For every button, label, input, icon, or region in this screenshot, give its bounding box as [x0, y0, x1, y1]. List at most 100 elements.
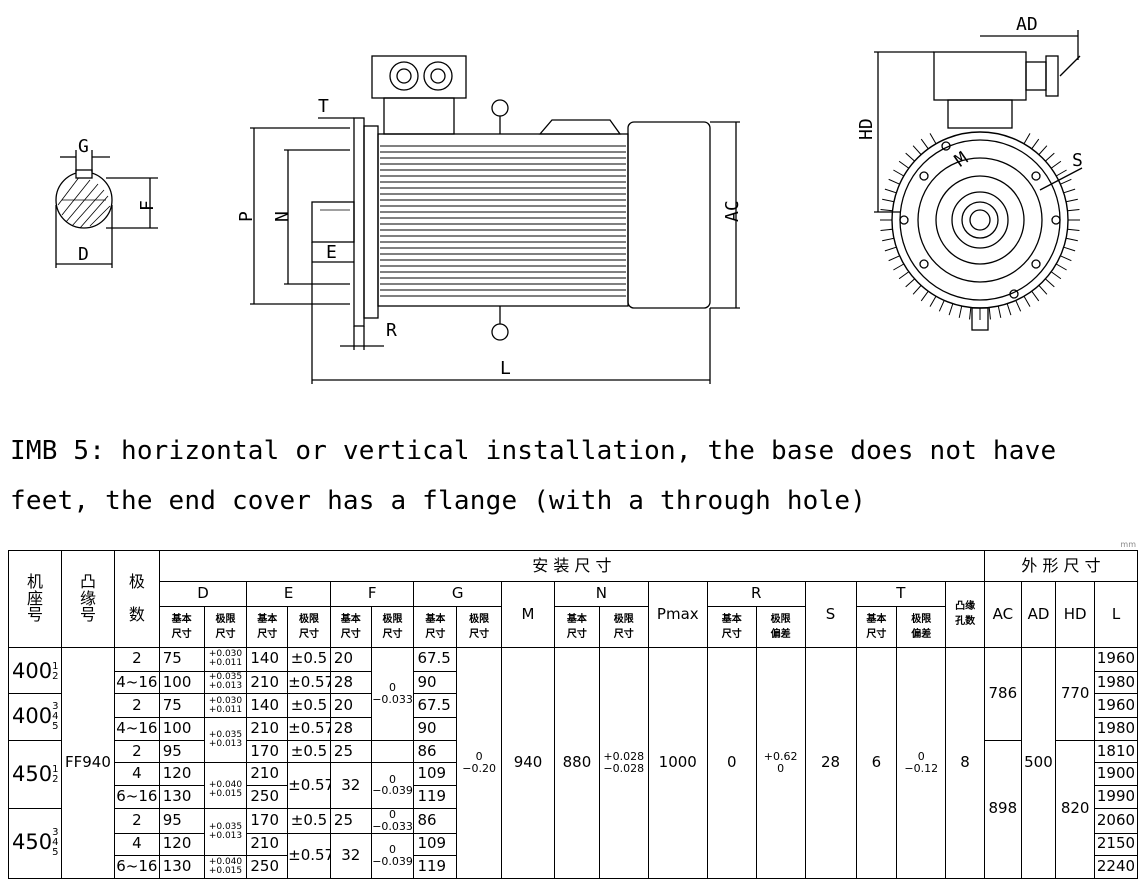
D-tol-cell: +0.030+0.011: [203, 693, 248, 718]
side-view-drawing: [250, 55, 740, 384]
D-cell: 120: [158, 832, 205, 857]
label-L: L: [500, 358, 511, 379]
poles-cell: 6~16: [113, 855, 160, 879]
header-T: T: [855, 580, 947, 607]
F-cell: 32: [329, 762, 372, 809]
E-tol-cell: ±0.57: [287, 670, 331, 695]
poles-cell: 4: [113, 762, 160, 786]
E-tol-cell: ±0.57: [287, 832, 331, 879]
E-cell: 210: [246, 670, 289, 695]
F-tol-cell: [370, 739, 415, 764]
N-cell: 880: [554, 646, 600, 880]
label-R: R: [386, 320, 397, 341]
poles-cell: 2: [113, 739, 160, 764]
HD-cell: 820: [1055, 739, 1095, 880]
G-cell: 86: [413, 739, 458, 764]
E-cell: 250: [246, 855, 289, 879]
poles-cell: 2: [113, 646, 160, 672]
L-cell: 1960: [1093, 693, 1139, 718]
F-cell: 28: [329, 716, 372, 741]
E-tol-cell: ±0.57: [287, 716, 331, 741]
G-cell: 90: [413, 670, 458, 695]
F-cell: 20: [329, 646, 372, 672]
unit-label: mm: [1120, 540, 1136, 549]
label-S: S: [1072, 150, 1083, 171]
E-cell: 140: [246, 646, 289, 672]
E-tol-cell: ±0.5: [287, 807, 331, 834]
D-cell: 120: [158, 762, 205, 786]
F-tol-cell: 0−0.039: [370, 832, 415, 879]
G-cell: 119: [413, 784, 458, 809]
header-E-basic: 基本尺寸: [246, 605, 289, 648]
D-cell: 100: [158, 716, 205, 741]
E-tol-cell: ±0.5: [287, 693, 331, 718]
header-G: G: [413, 580, 503, 607]
D-tol-cell: +0.035+0.013: [203, 716, 248, 764]
header-E-limit: 极限尺寸: [287, 605, 331, 648]
E-tol-cell: ±0.57: [287, 762, 331, 809]
L-cell: 1990: [1093, 784, 1139, 809]
header-T-limit: 极限偏差: [896, 605, 947, 648]
flange-cell: FF940: [60, 646, 115, 880]
E-cell: 140: [246, 693, 289, 718]
header-N-basic: 基本尺寸: [554, 605, 600, 648]
header-T-basic: 基本尺寸: [855, 605, 898, 648]
label-T: T: [318, 96, 329, 117]
header-install-dims: 安 装 尺 寸: [158, 550, 985, 582]
E-cell: 250: [246, 784, 289, 809]
S-cell: 28: [804, 646, 857, 880]
G-tol-cell: 0−0.20: [456, 646, 503, 880]
F-cell: 25: [329, 739, 372, 764]
label-HD: HD: [856, 118, 877, 140]
header-R-limit: 极限偏差: [755, 605, 806, 648]
F-cell: 32: [329, 832, 372, 879]
G-cell: 109: [413, 832, 458, 857]
L-cell: 2060: [1093, 807, 1139, 834]
poles-cell: 2: [113, 807, 160, 834]
header-R: R: [706, 580, 806, 607]
E-tol-cell: ±0.5: [287, 646, 331, 672]
header-HD: HD: [1055, 580, 1095, 648]
F-tol-cell: 0−0.033: [370, 646, 415, 741]
label-F: F: [137, 200, 158, 211]
table-row: 6~16 130 +0.040+0.015 250 119 2240: [9, 855, 1139, 879]
header-L: L: [1093, 580, 1139, 648]
T-cell: 6: [855, 646, 898, 880]
header-N: N: [554, 580, 649, 607]
F-cell: 20: [329, 693, 372, 718]
header-poles: 极数: [113, 550, 160, 648]
table-row: 4 120 +0.040+0.015 210 ±0.57 32 0−0.039 …: [9, 762, 1139, 809]
G-cell: 86: [413, 807, 458, 834]
E-cell: 210: [246, 762, 289, 786]
header-D-basic: 基本尺寸: [158, 605, 205, 648]
F-cell: 28: [329, 670, 372, 695]
E-cell: 170: [246, 739, 289, 764]
header-frame: 机座号: [8, 550, 62, 648]
D-cell: 75: [158, 646, 205, 672]
G-cell: 67.5: [413, 646, 458, 672]
E-cell: 210: [246, 716, 289, 741]
shaft-section-drawing: [55, 150, 158, 268]
header-M: M: [501, 580, 556, 648]
D-cell: 100: [158, 670, 205, 695]
table-row: 4 120 210 ±0.57 32 0−0.039 109 2150: [9, 832, 1139, 879]
D-tol-cell: +0.035+0.013: [203, 807, 248, 857]
label-P: P: [236, 211, 257, 222]
G-cell: 119: [413, 855, 458, 879]
header-D: D: [158, 580, 248, 607]
poles-cell: 6~16: [113, 784, 160, 809]
F-tol-cell: 0−0.033: [370, 807, 415, 834]
D-cell: 75: [158, 693, 205, 718]
header-N-limit: 极限尺寸: [598, 605, 649, 648]
L-cell: 1810: [1093, 739, 1139, 764]
D-tol-cell: +0.030+0.011: [203, 646, 248, 672]
holes-cell: 8: [945, 646, 985, 880]
header-S: S: [804, 580, 857, 648]
header-F-limit: 极限尺寸: [370, 605, 415, 648]
label-AD: AD: [1016, 14, 1038, 35]
header-flange: 凸缘号: [60, 550, 115, 648]
header-R-basic: 基本尺寸: [706, 605, 757, 648]
